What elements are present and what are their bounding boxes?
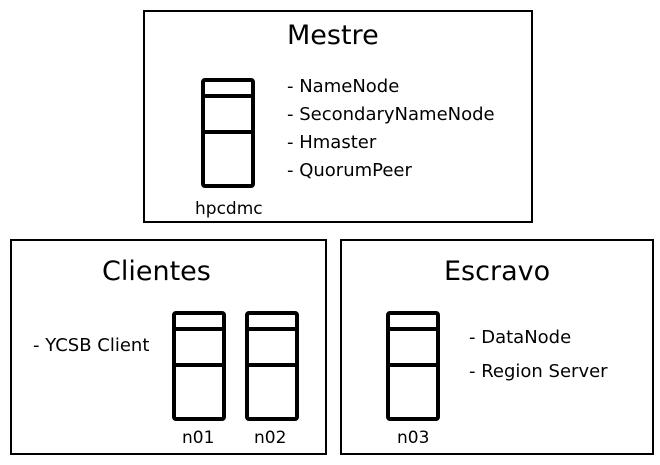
role-item: - NameNode [287,76,400,97]
clients-title: Clientes [102,256,211,287]
server-label-n02: n02 [254,428,287,448]
slave-title: Escravo [444,256,551,287]
role-item: - Hmaster [287,132,377,153]
master-role-list: - NameNode - SecondaryNameNode - Hmaster… [287,73,495,185]
server-tower-icon [201,78,255,188]
slave-box: Escravo - DataNode - Region Server n03 [340,239,654,455]
role-item: - Region Server [469,361,608,382]
clients-box: Clientes - YCSB Client n01 n02 [10,239,327,455]
server-label-n03: n03 [397,428,430,448]
slave-role-list: - DataNode - Region Server [469,321,608,389]
role-item: - QuorumPeer [287,160,412,181]
role-item: - YCSB Client [33,335,150,356]
server-label-n01: n01 [182,428,215,448]
clients-role-list: - YCSB Client [33,332,149,360]
role-item: - DataNode [469,327,572,348]
server-tower-icon [386,311,440,421]
server-tower-icon [245,311,299,421]
server-tower-icon [172,311,226,421]
master-box: Mestre - NameNode - SecondaryNameNode - … [143,10,533,223]
role-item: - SecondaryNameNode [287,104,495,125]
server-label-hpcdmc: hpcdmc [195,199,263,219]
master-title: Mestre [287,20,379,51]
